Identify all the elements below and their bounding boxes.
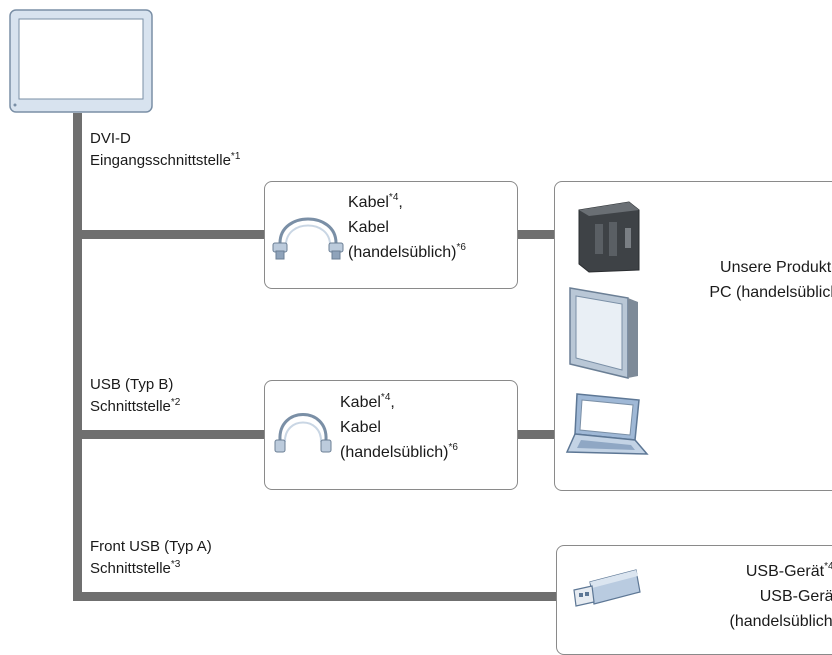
- usb-stick-icon: [570, 568, 642, 614]
- dvi-to-products-line: [516, 230, 556, 239]
- usb-cable-icon: [270, 402, 336, 458]
- usb-cable-text: Kabel*4, Kabel (handelsüblich)*6: [340, 392, 458, 462]
- main-vertical-line: [73, 113, 82, 600]
- dvi-cable-box: [264, 181, 518, 289]
- box-pc-icon: [573, 200, 645, 274]
- dvi-branch-line: [73, 230, 266, 239]
- dvi-cable-text: Kabel*4, Kabel (handelsüblich)*6: [348, 192, 466, 262]
- laptop-icon: [563, 390, 649, 466]
- usbb-branch-line: [73, 430, 266, 439]
- products-text: Unsere Produkte*5, PC (handelsüblich)*6: [709, 259, 832, 301]
- usb-cable-box: [264, 380, 518, 490]
- usbb-to-products-line: [516, 430, 556, 439]
- panel-pc-icon: [566, 284, 644, 380]
- dvi-interface-label: DVI-D Eingangsschnittstelle*1: [90, 130, 241, 169]
- dvi-cable-icon: [272, 205, 344, 263]
- front-usb-interface-label: Front USB (Typ A) Schnittstelle*3: [90, 538, 212, 577]
- usb-device-text: USB-Gerät*4, USB-Gerät (handelsüblich): [729, 561, 832, 631]
- display-panel-icon: [9, 9, 153, 113]
- front-usb-branch-line: [73, 592, 558, 601]
- usbb-interface-label: USB (Typ B) Schnittstelle*2: [90, 376, 181, 415]
